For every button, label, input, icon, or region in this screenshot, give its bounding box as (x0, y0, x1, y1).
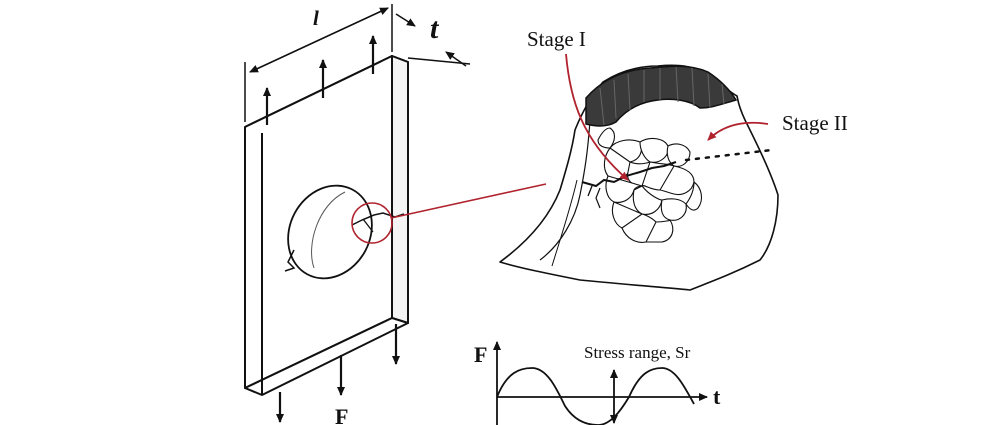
magnifier-connector (390, 183, 547, 219)
top-force-arrows (263, 35, 377, 125)
plate (244, 55, 409, 396)
stage1-arrow (565, 53, 629, 181)
stage2-label: Stage II (782, 111, 848, 135)
stress-range-label: Stress range, Sr (584, 343, 691, 362)
force-axis-label: F (474, 342, 487, 367)
grain-cluster (597, 127, 703, 243)
time-axis-label: t (713, 384, 721, 409)
thickness-label-top: t (430, 12, 440, 45)
stage1-label: Stage I (527, 27, 586, 51)
magnifier-circle (351, 202, 393, 244)
dark-band (585, 65, 738, 127)
plate-side-face (391, 55, 409, 324)
stress-chart: F t Stress range, Sr (474, 341, 721, 425)
bottom-force-arrows (276, 324, 400, 423)
crack-propagation-dots (684, 148, 774, 162)
bottom-force-label: F (335, 404, 348, 425)
stress-sine-wave (496, 367, 695, 425)
plate-bottom-face (244, 317, 409, 396)
stage2-arrow (707, 121, 769, 141)
thickness-dimension (395, 13, 471, 67)
length-dimension (244, 4, 393, 122)
magnifier-callout (351, 183, 547, 244)
length-label: l (313, 6, 319, 30)
